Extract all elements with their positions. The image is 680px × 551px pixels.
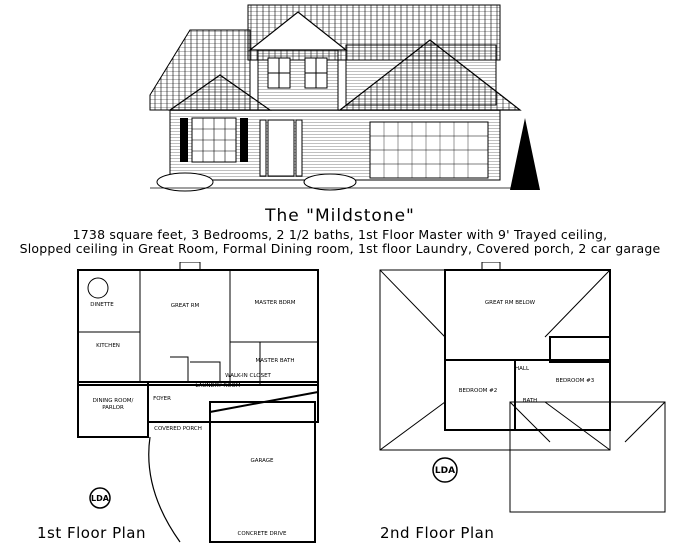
room-great-rm: GREAT RM: [171, 303, 200, 309]
room-foyer: FOYER: [153, 396, 171, 402]
lda-logo-1: LDA: [89, 487, 111, 509]
room-kitchen: KITCHEN: [96, 343, 120, 349]
svg-text:LDA: LDA: [91, 494, 110, 503]
description-line-1: 1738 square feet, 3 Bedrooms, 2 1/2 bath…: [72, 227, 608, 242]
first-floor-plan: DINETTE KITCHEN GREAT RM MASTER BDRM DIN…: [77, 262, 319, 543]
plan-title: The "Mildstone": [265, 206, 415, 226]
room-walk-in: WALK-IN CLOSET: [225, 373, 271, 379]
room-laundry: LAUNDRY ROOM: [195, 383, 240, 389]
room-master-bdrm: MASTER BDRM: [255, 300, 296, 306]
svg-text:LDA: LDA: [435, 466, 455, 476]
room-bedroom3: BEDROOM #3: [556, 378, 595, 384]
room-parlor: PARLOR: [102, 405, 124, 411]
room-hall: HALL: [515, 366, 530, 372]
lda-logo-2: LDA: [432, 457, 458, 483]
description-line-2: Slopped ceiling in Great Room, Formal Di…: [19, 241, 661, 256]
second-floor-caption: 2nd Floor Plan: [380, 524, 495, 542]
room-concrete-drive: CONCRETE DRIVE: [238, 531, 287, 537]
second-floor-plan: GREAT RM BELOW BEDROOM #2 BEDROOM #3 HAL…: [379, 262, 666, 513]
room-dining: DINING ROOM/: [93, 398, 134, 404]
room-bedroom2: BEDROOM #2: [459, 388, 498, 394]
room-covered-porch: COVERED PORCH: [154, 426, 202, 432]
room-dinette: DINETTE: [90, 302, 114, 308]
first-floor-caption: 1st Floor Plan: [37, 524, 147, 542]
room-garage: GARAGE: [250, 458, 274, 464]
room-great-rm-below: GREAT RM BELOW: [485, 300, 536, 306]
room-master-bath: MASTER BATH: [255, 358, 294, 364]
house-elevation-drawing: [149, 4, 540, 192]
room-bath: BATH: [523, 398, 538, 404]
